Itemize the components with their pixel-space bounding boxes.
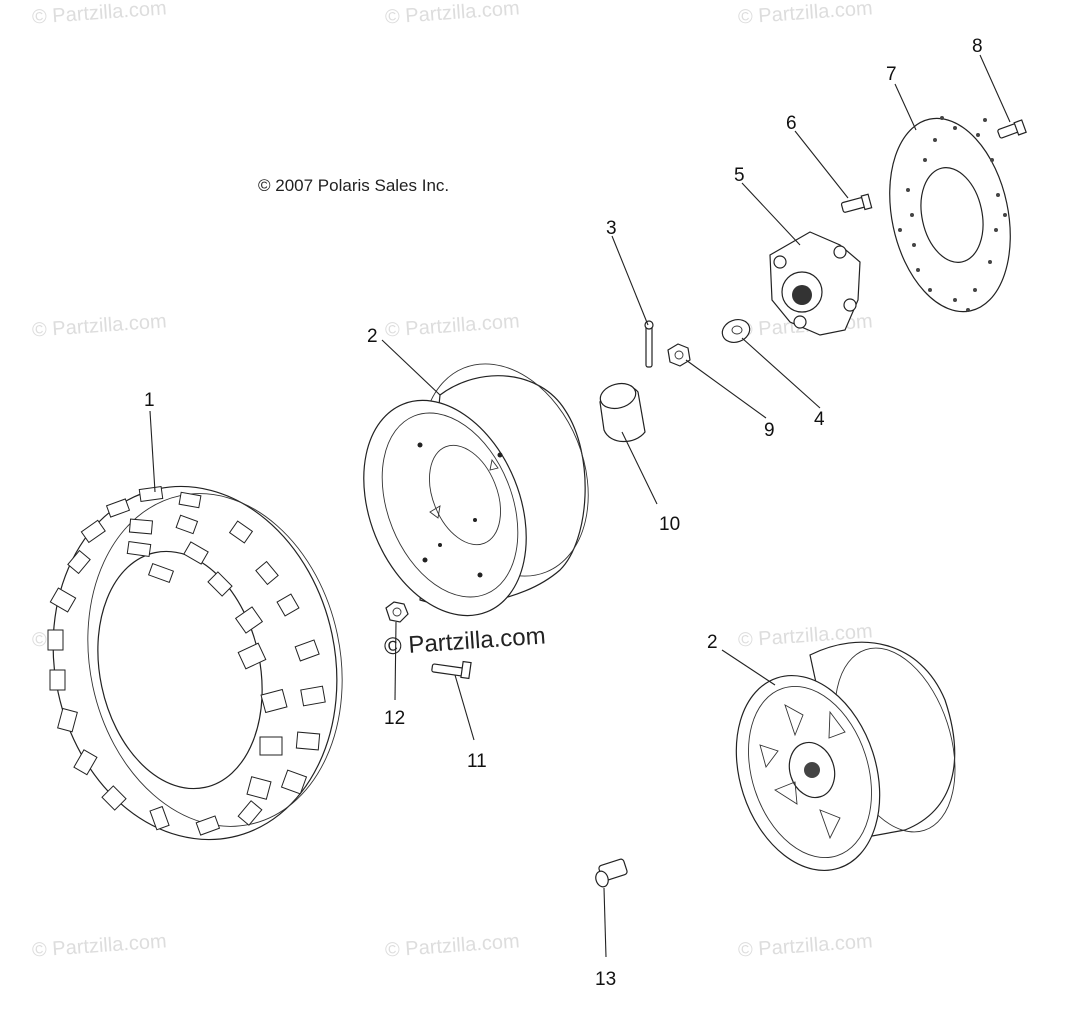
callout-13: 13 [595,969,616,990]
callout-2: 2 [367,326,378,347]
valve-stem-part [595,858,628,888]
lug-nut-part [385,601,409,623]
cotter-pin-part [644,320,654,368]
callout-3: 3 [606,218,617,239]
wheel-hub-part [769,231,861,336]
callout-8: 8 [972,36,983,57]
copyright-notice: © 2007 Polaris Sales Inc. [258,176,450,195]
callout-5: 5 [734,165,745,186]
callout-4: 4 [814,409,825,430]
washer-part [721,319,751,343]
brake-disc-part [889,116,1011,313]
castle-nut-part [667,343,691,367]
callout-10: 10 [659,514,680,535]
callout-2: 2 [707,632,718,653]
callout-7: 7 [886,64,897,85]
cast-wheel-part [735,641,956,871]
stud-part [840,193,873,213]
callout-9: 9 [764,420,775,441]
bolt-part [997,119,1027,139]
hub-cap-part [599,382,646,443]
callout-6: 6 [786,113,797,134]
tire-part [47,485,343,841]
callout-labels: 1 2 3 4 5 6 7 8 9 10 11 12 13 2 [144,36,983,990]
steel-wheel-part [363,363,589,617]
callout-1: 1 [144,390,155,411]
callout-11: 11 [467,751,487,772]
wheel-bolt-part [431,660,472,680]
leader-lines [149,54,1011,958]
callout-12: 12 [384,708,405,729]
